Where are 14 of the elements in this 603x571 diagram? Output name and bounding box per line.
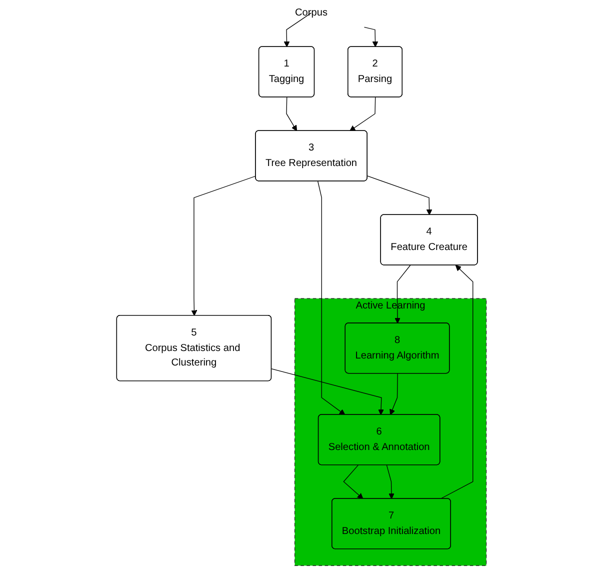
arrow (284, 12, 312, 48)
arrow (191, 176, 256, 316)
arrow (367, 176, 432, 216)
arrow (364, 26, 378, 48)
arrow (350, 96, 376, 132)
arrow (271, 368, 384, 416)
arrow (318, 180, 346, 416)
arrow (343, 464, 364, 500)
arrow (390, 373, 398, 416)
arrow (386, 464, 394, 500)
arrow (394, 264, 411, 324)
node-text: Corpus (295, 6, 328, 18)
arrow (286, 96, 298, 132)
arrow (440, 265, 474, 500)
